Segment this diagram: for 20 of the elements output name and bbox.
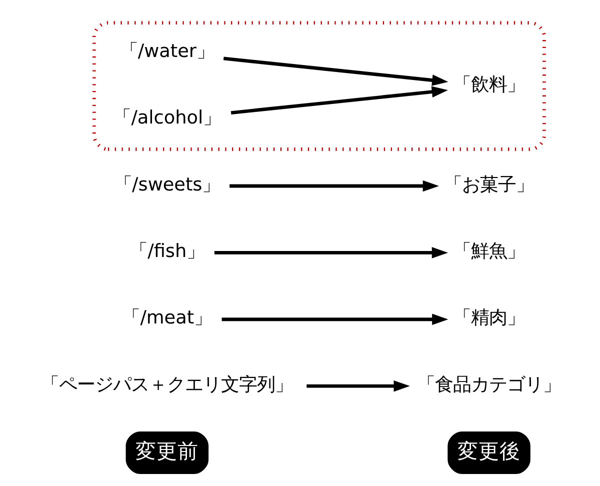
node-text: 「/alcohol」 — [112, 107, 221, 128]
arrow — [230, 86, 448, 114]
node-text: 「鮮魚」 — [452, 240, 525, 262]
node-box: 変更前 — [125, 430, 208, 474]
arrow — [306, 380, 410, 392]
node-text: 「食品カテゴリ」 — [416, 374, 561, 395]
arrow — [229, 180, 438, 192]
node-text: 「精肉」 — [452, 307, 525, 328]
arrow — [221, 313, 448, 325]
cluster — [92, 20, 546, 150]
node-text: 「/fish」 — [129, 240, 204, 262]
arrow — [222, 56, 448, 86]
node-box: 変更後 — [447, 430, 530, 474]
node-text: 「/water」 — [119, 40, 214, 62]
node-text: 「飲料」 — [452, 74, 525, 95]
node-text: 「ページパス＋クエリ文字列」 — [40, 374, 293, 395]
arrow — [214, 246, 448, 258]
node-text: 「/sweets」 — [114, 174, 220, 195]
node-text: 「/meat」 — [122, 307, 212, 328]
node-text: 「お菓子」 — [444, 174, 534, 195]
